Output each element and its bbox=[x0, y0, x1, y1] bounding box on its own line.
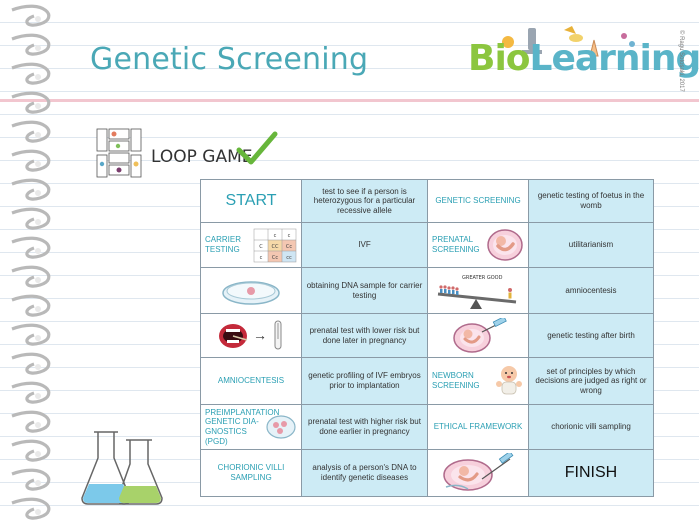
definition-text: prenatal test with higher risk but done … bbox=[308, 417, 421, 436]
punnett-label: Cc bbox=[286, 244, 292, 250]
logo-text: BioLearning bbox=[468, 38, 699, 79]
definition-text: set of principles by which decisions are… bbox=[535, 366, 647, 395]
table-row: CHORIONIC VILLI SAMPLING analysis of a p… bbox=[200, 449, 654, 497]
card-term[interactable]: PRENATAL SCREENING bbox=[427, 222, 529, 268]
checkmark-icon bbox=[236, 131, 278, 165]
loop-game-table: START test to see if a person is heteroz… bbox=[200, 179, 654, 497]
card-definition[interactable]: analysis of a person's DNA to identify g… bbox=[301, 449, 428, 497]
card-finish[interactable]: FINISH bbox=[528, 449, 654, 497]
term-text: AMNIOCENTESIS bbox=[217, 376, 285, 386]
term-text: CARRIER TESTING bbox=[205, 235, 242, 254]
card-definition[interactable]: amniocentesis bbox=[528, 267, 654, 314]
logo-bio: Bio bbox=[468, 38, 531, 79]
definition-text: analysis of a person's DNA to identify g… bbox=[312, 463, 417, 482]
punnett-label: c bbox=[274, 233, 277, 239]
card-term[interactable]: AMNIOCENTESIS bbox=[200, 357, 302, 405]
page-title: Genetic Screening bbox=[90, 42, 369, 77]
term-text: CHORIONIC VILLI SAMPLING bbox=[217, 463, 285, 482]
card-term[interactable]: PREIMPLANTATION GENETIC DIA-GNOSTICS (PG… bbox=[200, 404, 302, 450]
card-term[interactable] bbox=[200, 267, 302, 314]
punnett-label: Cc bbox=[272, 255, 278, 261]
card-definition[interactable]: obtaining DNA sample for carrier testing bbox=[301, 267, 428, 314]
logo-learning: Learning bbox=[529, 38, 699, 79]
definition-text: genetic testing after birth bbox=[547, 330, 635, 340]
term-text: PRENATAL SCREENING bbox=[432, 235, 480, 254]
term-text: PREIMPLANTATION GENETIC DIA-GNOSTICS (PG… bbox=[205, 407, 280, 446]
punnett-label: cc bbox=[286, 255, 292, 261]
biolearning-logo: BioLearning bbox=[464, 22, 699, 92]
amniocentesis-needle-icon bbox=[453, 317, 507, 353]
table-row: obtaining DNA sample for carrier testing… bbox=[200, 267, 654, 314]
definition-text: chorionic villi sampling bbox=[551, 422, 631, 432]
punnett-square-icon: c c C CC Cc c Cc cc bbox=[253, 228, 297, 263]
term-text: GENETIC SCREENING bbox=[435, 196, 521, 206]
definition-text: genetic profiling of IVF embryos prior t… bbox=[308, 371, 421, 390]
greater-good-text: GREATER GOOD bbox=[462, 275, 503, 281]
petri-dish-icon bbox=[222, 280, 280, 305]
definition-text: utilitarianism bbox=[568, 240, 614, 250]
test-tube-icon bbox=[274, 320, 282, 349]
card-term[interactable]: CARRIER TESTING c c C CC Cc c Cc cc bbox=[200, 222, 302, 268]
newborn-baby-icon bbox=[496, 366, 522, 395]
loop-game-label: LOOP GAME bbox=[151, 147, 253, 167]
card-definition[interactable]: IVF bbox=[301, 222, 428, 268]
definition-text: genetic testing of foetus in the womb bbox=[537, 191, 645, 210]
card-definition[interactable]: chorionic villi sampling bbox=[528, 404, 654, 450]
definition-text: IVF bbox=[358, 240, 371, 250]
definition-text: amniocentesis bbox=[565, 285, 617, 295]
table-row: START test to see if a person is heteroz… bbox=[200, 179, 654, 223]
card-definition[interactable]: prenatal test with lower risk but done l… bbox=[301, 313, 428, 358]
chorionic-villi-sampling-icon bbox=[443, 453, 514, 491]
header-divider bbox=[0, 99, 699, 102]
greater-good-seesaw-icon: GREATER GOOD bbox=[437, 275, 517, 309]
term-text: NEWBORN SCREENING bbox=[432, 371, 480, 390]
logo-copyright: © Ragu Sotosaki, 2017 bbox=[678, 30, 684, 92]
card-definition[interactable]: genetic profiling of IVF embryos prior t… bbox=[301, 357, 428, 405]
card-term[interactable]: CHORIONIC VILLI SAMPLING bbox=[200, 449, 302, 497]
card-definition[interactable]: genetic testing after birth bbox=[528, 313, 654, 358]
card-definition[interactable]: utilitarianism bbox=[528, 222, 654, 268]
card-term[interactable]: → bbox=[200, 313, 302, 358]
start-label: START bbox=[225, 192, 277, 210]
punnett-label: c bbox=[260, 255, 263, 261]
punnett-label: CC bbox=[272, 244, 279, 250]
punnett-label: C bbox=[259, 244, 263, 250]
spiral-binding-icon bbox=[11, 4, 51, 520]
table-row: AMNIOCENTESIS genetic profiling of IVF e… bbox=[200, 357, 654, 405]
punnett-label: c bbox=[288, 233, 291, 239]
card-definition[interactable]: test to see if a person is heterozygous … bbox=[301, 179, 428, 223]
lab-flasks-icon bbox=[81, 431, 163, 505]
foetus-icon bbox=[487, 229, 523, 261]
card-term[interactable]: GREATER GOOD bbox=[427, 267, 529, 314]
card-definition[interactable]: set of principles by which decisions are… bbox=[528, 357, 654, 405]
term-text: ETHICAL FRAMEWORK bbox=[433, 422, 523, 432]
embryo-dish-icon bbox=[266, 415, 296, 439]
lab-equipment-icon bbox=[502, 26, 635, 57]
card-term[interactable]: GENETIC SCREENING bbox=[427, 179, 529, 223]
definition-text: prenatal test with lower risk but done l… bbox=[309, 325, 420, 345]
card-term[interactable]: NEWBORN SCREENING bbox=[427, 357, 529, 405]
finish-label: FINISH bbox=[564, 464, 618, 482]
domino-cards-icon bbox=[96, 128, 142, 178]
table-row: → prenatal test with lower risk but done… bbox=[200, 313, 654, 358]
table-row: CARRIER TESTING c c C CC Cc c Cc cc bbox=[200, 222, 654, 268]
card-term-start[interactable]: START bbox=[200, 179, 302, 223]
table-row: PREIMPLANTATION GENETIC DIA-GNOSTICS (PG… bbox=[200, 404, 654, 450]
arrow-icon: → bbox=[253, 327, 267, 344]
card-term[interactable] bbox=[427, 313, 529, 358]
definition-text: test to see if a person is heterozygous … bbox=[313, 186, 416, 215]
mouth-swab-icon bbox=[219, 323, 248, 348]
card-definition[interactable]: prenatal test with higher risk but done … bbox=[301, 404, 428, 450]
card-term[interactable] bbox=[427, 449, 529, 497]
card-definition[interactable]: genetic testing of foetus in the womb bbox=[528, 179, 654, 223]
card-term[interactable]: ETHICAL FRAMEWORK bbox=[427, 404, 529, 450]
definition-text: obtaining DNA sample for carrier testing bbox=[306, 280, 423, 300]
